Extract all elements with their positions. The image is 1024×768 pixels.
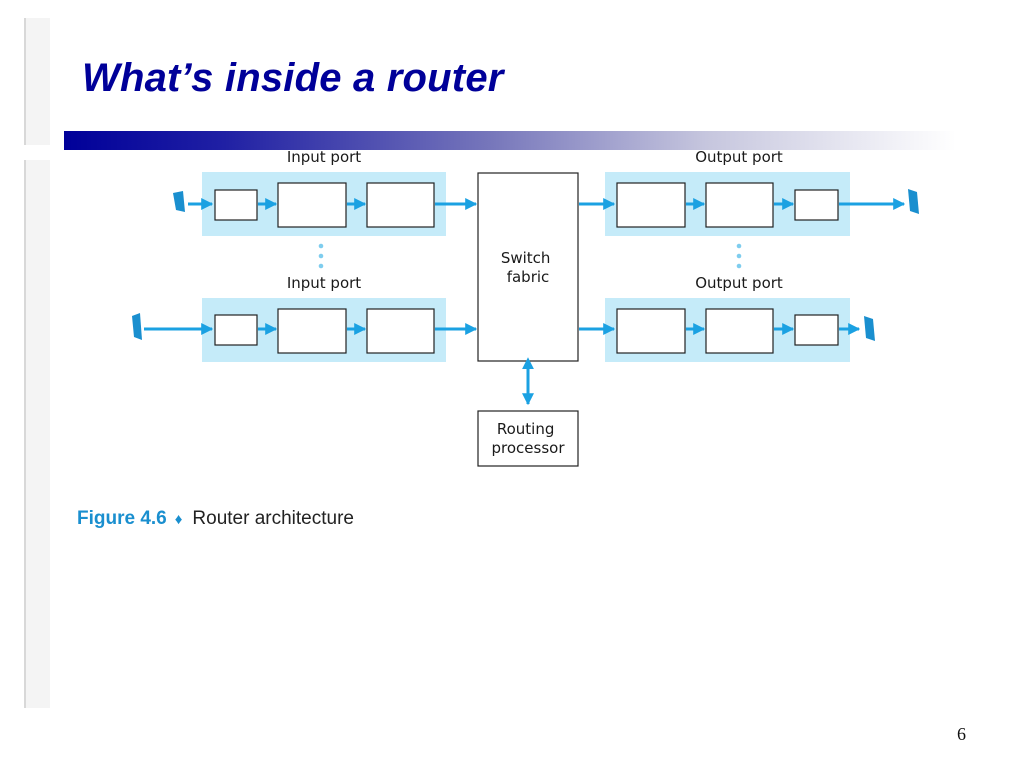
switch-fabric-label: Switch fabric (501, 249, 555, 286)
output-port-label-1: Output port (695, 148, 783, 166)
queueing-box (616, 182, 686, 228)
line-termination-box (214, 314, 258, 346)
link-layer-box (705, 308, 774, 354)
link-layer-box (277, 308, 347, 354)
title-gradient-bar (64, 131, 956, 150)
diamond-separator-icon: ♦ (174, 511, 183, 528)
slide-title: What’s inside a router (82, 56, 504, 100)
outgoing-link-end-2 (864, 316, 875, 341)
input-port-label-1: Input port (287, 148, 361, 166)
routing-processor-line-2: processor (492, 439, 566, 457)
output-ports-ellipsis (736, 243, 742, 269)
figure-caption-text: Router architecture (192, 508, 354, 529)
queueing-box (616, 308, 686, 354)
line-termination-box (794, 189, 839, 221)
figure-caption: Figure 4.6 ♦ Router architecture (77, 508, 354, 530)
line-termination-box (794, 314, 839, 346)
left-frame-top (24, 18, 50, 145)
routing-processor-line-1: Routing (497, 420, 555, 438)
outgoing-link-end-1 (908, 189, 919, 214)
routing-processor-box (477, 410, 579, 467)
output-port-label-2: Output port (695, 274, 783, 292)
incoming-link-end-1 (173, 191, 185, 212)
input-port-label-2: Input port (287, 274, 361, 292)
lookup-forwarding-box (366, 182, 435, 228)
figure-label: Figure 4.6 (77, 508, 167, 529)
left-frame-bottom (24, 160, 50, 708)
switch-fabric-line-1: Switch (501, 249, 551, 267)
line-termination-box (214, 189, 258, 221)
switch-fabric-line-2: fabric (507, 268, 550, 286)
link-layer-box (277, 182, 347, 228)
link-layer-box (705, 182, 774, 228)
routing-processor-label: Routing processor (492, 420, 566, 457)
input-ports-ellipsis (318, 243, 324, 269)
page-number: 6 (957, 724, 966, 744)
lookup-forwarding-box (366, 308, 435, 354)
switch-fabric-box (477, 172, 579, 362)
incoming-link-end-2 (132, 313, 142, 340)
